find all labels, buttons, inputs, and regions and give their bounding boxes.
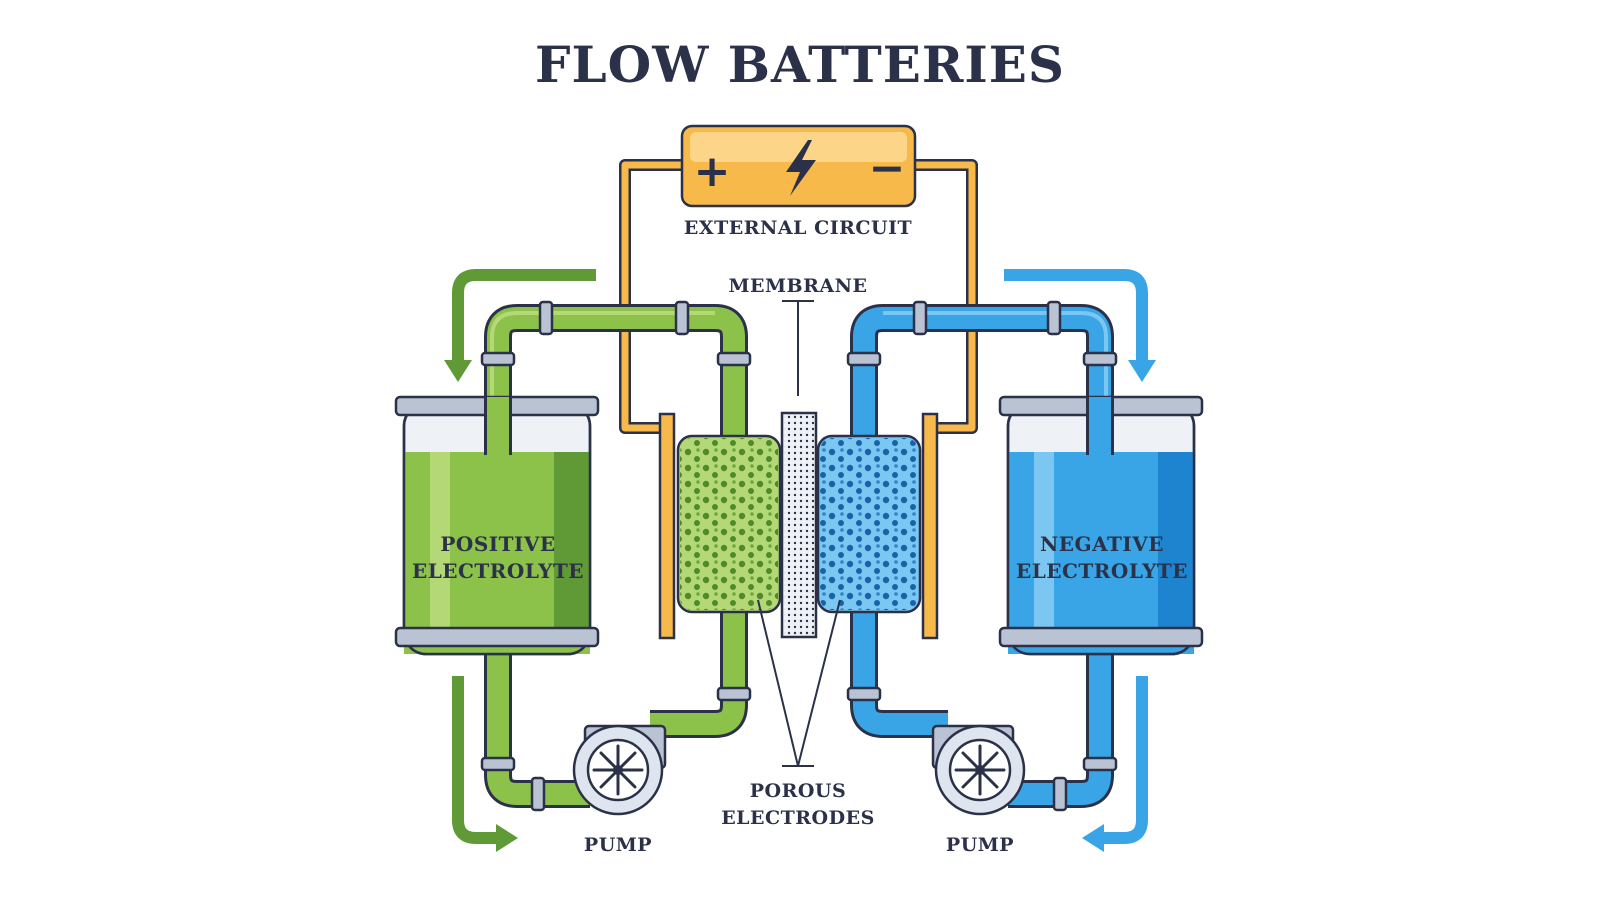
pump-left-label: PUMP: [584, 834, 652, 856]
negative-electrolyte-tank: NEGATIVE ELECTROLYTE: [998, 395, 1204, 656]
external-circuit-label: EXTERNAL CIRCUIT: [684, 217, 912, 239]
porous-electrodes-label-1: POROUS: [750, 780, 846, 802]
arrow-icon: [444, 269, 1156, 852]
porous-electrodes-label-2: ELECTRODES: [721, 807, 875, 829]
negative-electrolyte-label-2: ELECTROLYTE: [1016, 559, 1188, 583]
porous-electrode-negative: [816, 434, 922, 614]
page-title: FLOW BATTERIES: [535, 35, 1065, 94]
membrane-label: MEMBRANE: [729, 275, 868, 297]
pump-icon: [931, 724, 1026, 816]
negative-electrolyte-label-1: NEGATIVE: [1040, 532, 1164, 556]
lightning-bolt-icon: [786, 140, 816, 196]
pump-icon: [572, 724, 667, 816]
pump-right-label: PUMP: [946, 834, 1014, 856]
negative-electrolyte-piping: [846, 300, 1118, 812]
positive-electrolyte-piping: [480, 300, 752, 812]
porous-electrode-positive: [676, 434, 782, 614]
porous-electrodes-pointer: [757, 599, 841, 767]
battery-plus-icon: +: [694, 146, 731, 197]
battery-minus-icon: −: [869, 143, 906, 194]
membrane: [780, 411, 818, 639]
battery-icon: + −: [680, 124, 917, 208]
positive-electrolyte-label-2: ELECTROLYTE: [412, 559, 584, 583]
external-circuit-wires: [619, 159, 978, 434]
current-collector-plates: [658, 412, 939, 640]
positive-electrolyte-label-1: POSITIVE: [440, 532, 555, 556]
positive-electrolyte-tank: POSITIVE ELECTROLYTE: [394, 395, 600, 656]
